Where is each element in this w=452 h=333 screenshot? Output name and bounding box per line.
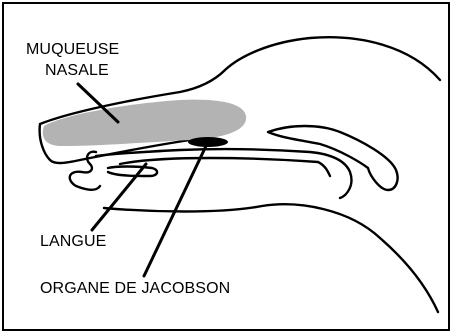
label-muqueuse-line1: MUQUEUSE <box>26 40 119 59</box>
label-langue: LANGUE <box>40 232 106 251</box>
label-muqueuse-line2: NASALE <box>45 61 109 80</box>
label-organe-jacobson: ORGANE DE JACOBSON <box>40 279 230 298</box>
tongue-tip <box>108 167 157 177</box>
jacobson-organ <box>188 137 228 147</box>
